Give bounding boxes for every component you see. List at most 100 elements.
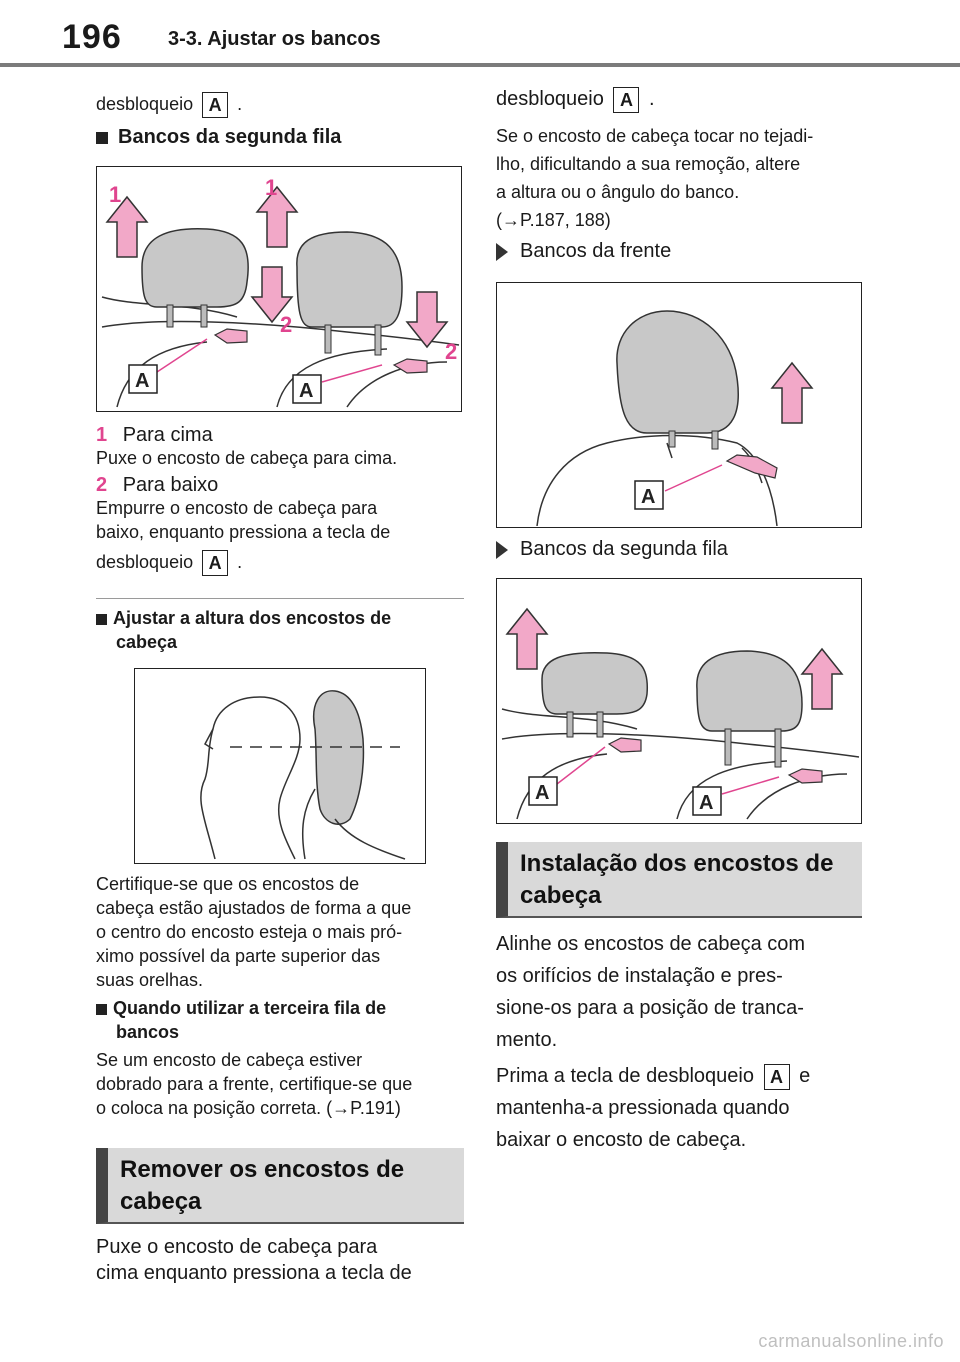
- text-line: Se o encosto de cabeça tocar no tejadi-: [496, 126, 814, 146]
- text-line: o centro do encosto esteja o mais pró-: [96, 922, 403, 942]
- headrest-right: [296, 231, 403, 356]
- figure-key-a: A: [535, 782, 549, 804]
- press-arrow-icon: [787, 768, 823, 784]
- text-line: cabeça estão ajustados de forma a que: [96, 898, 412, 918]
- heading-second-row: Bancos da segunda fila: [96, 124, 341, 150]
- chapter-title: 3-3. Ajustar os bancos: [168, 28, 381, 50]
- text-line: mento.: [496, 1029, 558, 1051]
- text-line: suas orelhas.: [96, 970, 204, 990]
- text: Bancos da frente: [520, 240, 672, 262]
- note-2-text: Se um encosto de cabeça estiver dobrado …: [96, 1048, 412, 1120]
- press-arrow-icon: [607, 737, 642, 753]
- up-arrow-icon: [800, 647, 844, 710]
- press-arrow-icon: [725, 454, 778, 479]
- right-top-line: desbloqueio A .: [496, 86, 655, 113]
- person-headrest-illustration: [200, 690, 406, 860]
- figure-second-row-remove: A A: [496, 578, 862, 824]
- figure-label-2: 2: [445, 339, 457, 364]
- install-text-2: Prima a tecla de desbloqueio A e mantenh…: [496, 1060, 810, 1156]
- text-line: Prima a tecla de desbloqueio A e: [496, 1060, 810, 1092]
- item-2-desc-2: baixo, enquanto pressiona a tecla de: [96, 522, 391, 542]
- up-arrow-icon: [770, 361, 814, 424]
- headrest: [313, 690, 365, 825]
- text-line: baixar o encosto de cabeça.: [496, 1129, 747, 1151]
- text-line: (→P.187, 188): [496, 210, 611, 230]
- text: Prima a tecla de desbloqueio: [496, 1065, 754, 1087]
- second-row-label: Bancos da segunda fila: [496, 536, 728, 562]
- headrest-left: [141, 228, 249, 328]
- text-line: sione-os para a posição de tranca-: [496, 997, 804, 1019]
- headrest-illustration: 1 1 2 2 A A: [101, 175, 460, 408]
- tip-text: Se o encosto de cabeça tocar no tejadi- …: [496, 122, 813, 234]
- figure-label-2: 2: [280, 312, 292, 337]
- text: Bancos da segunda fila: [520, 538, 728, 560]
- triangle-bullet-icon: [496, 242, 508, 261]
- item-2-desc-1: Empurre o encosto de cabeça para: [96, 498, 378, 518]
- figure-label-1: 1: [109, 182, 121, 207]
- press-arrows: [213, 328, 428, 374]
- note-1-title: Ajustar a altura dos encostos de: [96, 606, 391, 630]
- headrest: [616, 310, 739, 434]
- figure-key-a: A: [299, 380, 313, 402]
- pointer-lines: [156, 338, 383, 383]
- front-headrest-illustration: A: [536, 310, 814, 527]
- section-title: cabeça: [120, 1188, 202, 1215]
- text-line: cima enquanto pressiona a tecla de: [96, 1262, 412, 1284]
- item-number: 2: [96, 474, 108, 496]
- left-top-line: desbloqueio A .: [96, 92, 243, 119]
- section-title: Remover os encostos de: [120, 1156, 405, 1183]
- figure-second-row-adjust: 1 1 2 2 A A: [96, 166, 462, 412]
- page-number: 196: [62, 18, 122, 56]
- heading-text: Bancos da segunda fila: [118, 126, 342, 148]
- text: Ajustar a altura dos encostos de: [113, 608, 392, 628]
- text: desbloqueio: [496, 88, 604, 110]
- text: .: [237, 94, 243, 114]
- note-2-title: Quando utilizar a terceira fila de: [96, 996, 386, 1020]
- figure-label-1: 1: [265, 175, 277, 200]
- install-text: Alinhe os encostos de cabeça com os orif…: [496, 928, 805, 1056]
- text-line: o coloca na posição correta. (→P.191): [96, 1098, 401, 1118]
- item-title: Para cima: [122, 424, 213, 446]
- key-a-label: A: [763, 1063, 790, 1090]
- second-row-headrest-illustration: A A: [501, 607, 860, 820]
- figure-key-a: A: [641, 486, 655, 508]
- front-seats-label: Bancos da frente: [496, 238, 671, 264]
- square-bullet-icon: [96, 131, 108, 144]
- divider: [96, 598, 464, 599]
- text: .: [237, 552, 243, 572]
- text: e: [799, 1065, 811, 1087]
- headrest-left: [541, 651, 649, 715]
- section-title: Instalação dos encostos de: [520, 850, 834, 877]
- item-title: Para baixo: [122, 474, 219, 496]
- text-line: Puxe o encosto de cabeça para: [96, 1236, 378, 1258]
- item-1: 1 Para cima: [96, 422, 213, 448]
- item-1-desc: Puxe o encosto de cabeça para cima.: [96, 448, 398, 468]
- key-a-label: A: [613, 86, 640, 113]
- text-line: ximo possível da parte superior das: [96, 946, 381, 966]
- figure-key-a: A: [699, 792, 713, 814]
- figure-front-seats: A: [496, 282, 862, 528]
- section-title: cabeça: [520, 882, 602, 909]
- up-arrow-icon: [505, 607, 549, 670]
- text: .: [649, 88, 655, 110]
- text-line: Se um encosto de cabeça estiver: [96, 1050, 363, 1070]
- square-bullet-icon: [96, 613, 107, 625]
- square-bullet-icon: [96, 1003, 107, 1015]
- text-line: Certifique-se que os encostos de: [96, 874, 360, 894]
- text-line: os orifícios de instalação e pres-: [496, 965, 783, 987]
- headrest-right: [696, 650, 803, 732]
- key-a-label: A: [202, 550, 229, 577]
- remove-text: Puxe o encosto de cabeça para cima enqua…: [96, 1234, 412, 1286]
- text: desbloqueio: [96, 552, 194, 572]
- text-line: Alinhe os encostos de cabeça com: [496, 933, 806, 955]
- text-line: a altura ou o ângulo do banco.: [496, 182, 740, 202]
- footer-watermark: carmanualsonline.info: [758, 1331, 944, 1351]
- text-line: lho, dificultando a sua remoção, altere: [496, 154, 801, 174]
- text: Quando utilizar a terceira fila de: [113, 998, 387, 1018]
- note-1-text: Certifique-se que os encostos de cabeça …: [96, 872, 411, 992]
- figure-key-a: A: [135, 370, 149, 392]
- item-2: 2 Para baixo: [96, 472, 218, 498]
- section-remove-headrests: Remover os encostos de cabeça: [96, 1148, 464, 1224]
- item-2-desc-3: desbloqueio A .: [96, 550, 243, 577]
- text-line: mantenha-a pressionada quando: [496, 1097, 790, 1119]
